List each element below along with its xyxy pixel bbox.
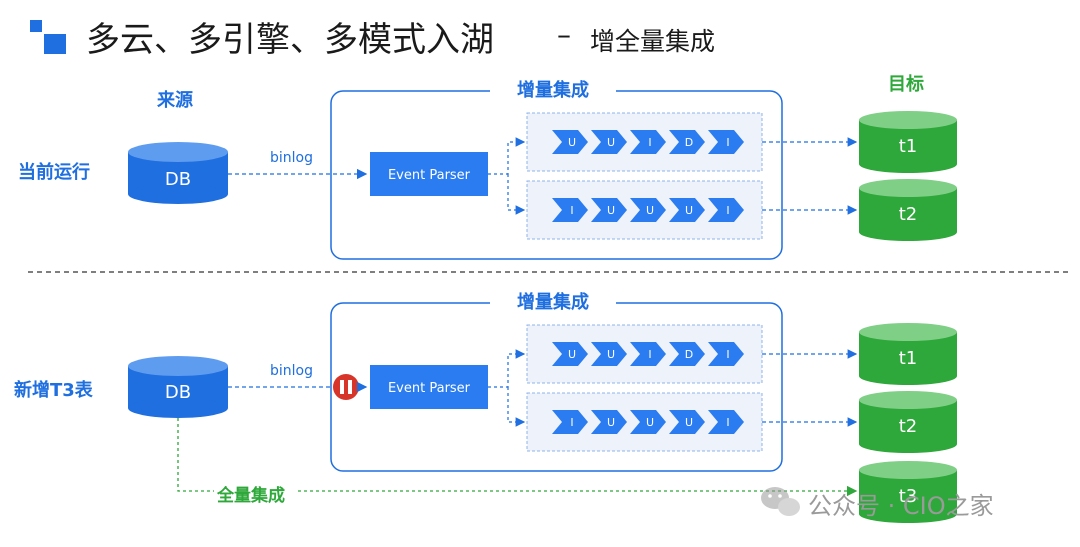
- target-label: 目标: [888, 74, 924, 95]
- queue-chevron: [552, 130, 588, 154]
- target-t1-top: [859, 111, 957, 173]
- queue-chevron: [552, 410, 588, 434]
- target-t3-label: t3: [899, 486, 918, 507]
- target-t2-top: [859, 179, 957, 241]
- queue-op-label: U: [607, 136, 615, 149]
- page-subtitle: 增全量集成: [590, 27, 716, 56]
- queue-chevron: [708, 410, 744, 434]
- queue-chevron: [630, 342, 666, 366]
- queue-chevron: [669, 410, 705, 434]
- incremental-label-top: 增量集成: [517, 79, 589, 101]
- db-label-top: DB: [165, 169, 191, 190]
- queue-chevron: [708, 130, 744, 154]
- db-cylinder-bottom: [128, 356, 228, 418]
- binlog-label-top: binlog: [270, 150, 313, 166]
- full-integration-label: 全量集成: [217, 486, 285, 506]
- queue-op-label: U: [685, 416, 693, 429]
- logo-icon: [30, 20, 66, 54]
- queue-op-label: U: [607, 204, 615, 217]
- source-label: 来源: [157, 90, 193, 111]
- event-parser-label-top: Event Parser: [388, 168, 471, 183]
- queue-op-label: U: [568, 348, 576, 361]
- queue-op-label: I: [570, 416, 573, 429]
- queue-op-label: U: [607, 348, 615, 361]
- queue-chevron: [669, 198, 705, 222]
- target-t2-bottom: [859, 391, 957, 453]
- queue-chevron: [552, 198, 588, 222]
- target-t1-label-bottom: t1: [899, 348, 918, 369]
- queue-op-label: U: [607, 416, 615, 429]
- watermark: 公众号 · CIO之家: [808, 492, 994, 520]
- queue-chevron: [708, 198, 744, 222]
- title-dash: –: [557, 18, 571, 51]
- event-parser-bottom: [370, 365, 488, 409]
- queue-op-label: I: [570, 204, 573, 217]
- queue-op-label: U: [685, 204, 693, 217]
- queue-op-label: I: [726, 136, 729, 149]
- queue-chevron: [630, 198, 666, 222]
- target-t2-label-bottom: t2: [899, 416, 918, 437]
- queue-op-label: D: [685, 136, 693, 149]
- queue-op-label: U: [568, 136, 576, 149]
- target-t2-label-top: t2: [899, 204, 918, 225]
- queue-op-label: I: [648, 348, 651, 361]
- queue-chevron: [630, 130, 666, 154]
- pause-icon: [333, 374, 359, 400]
- queue-op-label: I: [648, 136, 651, 149]
- wechat-icon: [761, 487, 800, 516]
- queue-op-label: I: [726, 416, 729, 429]
- queue-chevron: [591, 198, 627, 222]
- incremental-label-bottom: 增量集成: [517, 291, 589, 313]
- queue-op-label: U: [646, 204, 654, 217]
- target-t3: [859, 461, 957, 523]
- binlog-label-bottom: binlog: [270, 363, 313, 379]
- target-t1-bottom: [859, 323, 957, 385]
- queue-chevron: [669, 342, 705, 366]
- target-t1-label-top: t1: [899, 136, 918, 157]
- queue-op-label: U: [646, 416, 654, 429]
- event-parser-label-bottom: Event Parser: [388, 381, 471, 396]
- queue-chevron: [708, 342, 744, 366]
- queue-chevron: [630, 410, 666, 434]
- queue-chevron: [552, 342, 588, 366]
- queue-chevron: [669, 130, 705, 154]
- row-new-label: 新增T3表: [14, 380, 93, 401]
- queue-op-label: I: [726, 204, 729, 217]
- db-cylinder-top: [128, 142, 228, 204]
- event-parser-top: [370, 152, 488, 196]
- page-title: 多云、多引擎、多模式入湖: [86, 20, 494, 60]
- queue-chevron: [591, 342, 627, 366]
- row-current-label: 当前运行: [18, 162, 90, 183]
- queue-chevron: [591, 130, 627, 154]
- queue-op-label: D: [685, 348, 693, 361]
- full-integration-path: [177, 418, 214, 492]
- queue-op-label: I: [726, 348, 729, 361]
- queue-chevron: [591, 410, 627, 434]
- db-label-bottom: DB: [165, 382, 191, 403]
